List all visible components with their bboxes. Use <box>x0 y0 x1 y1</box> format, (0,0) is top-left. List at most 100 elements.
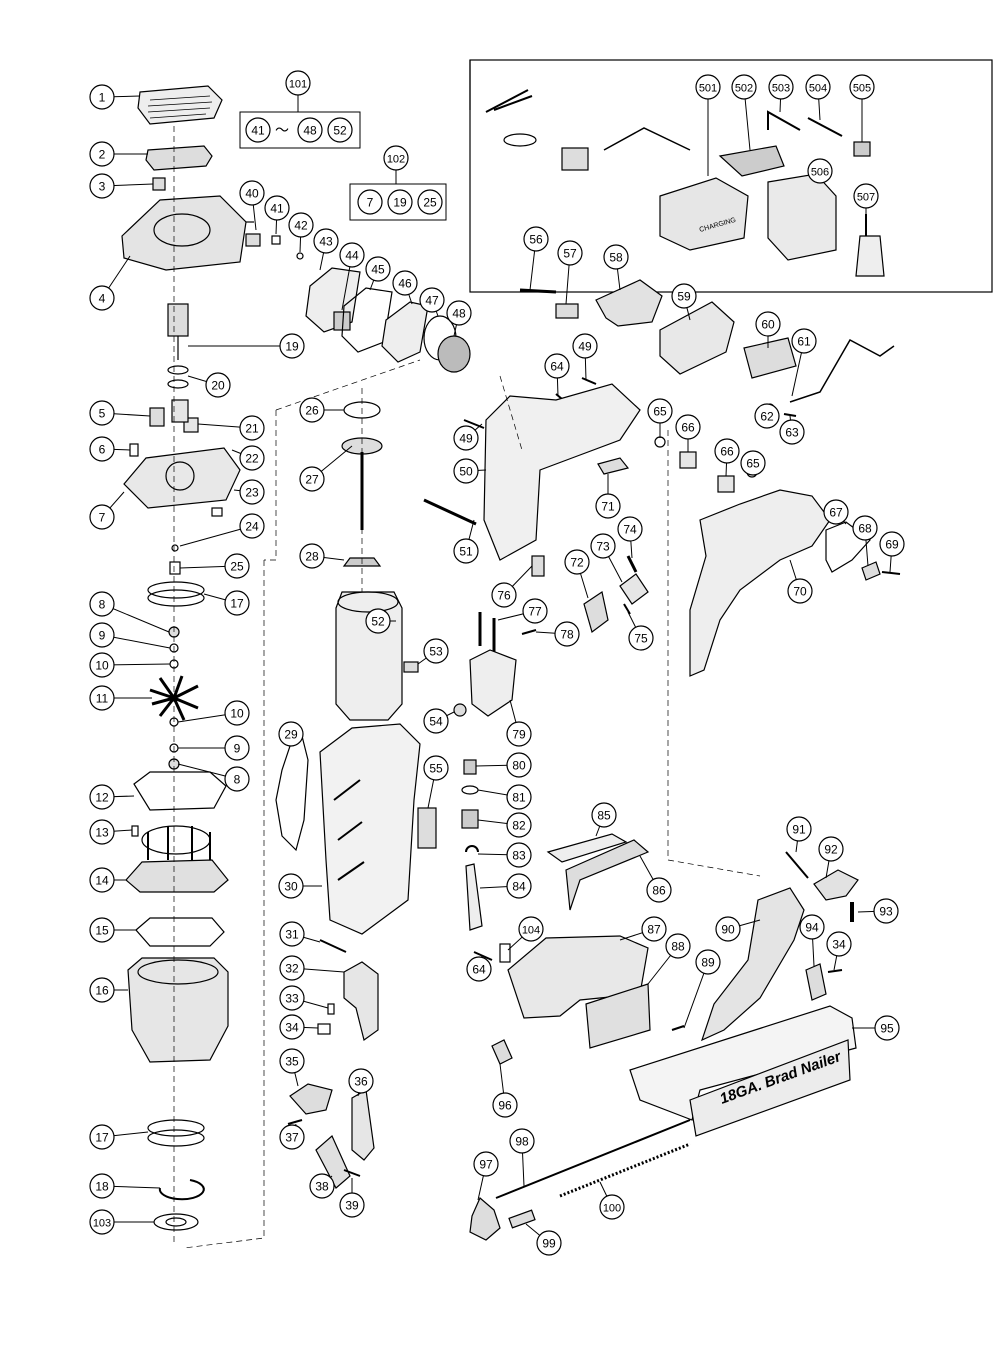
callout-circle <box>473 1151 499 1177</box>
callout-14: 14 <box>89 867 115 893</box>
callout-circle <box>89 1173 115 1199</box>
callout-number: 43 <box>319 235 333 249</box>
callout-circle <box>224 735 250 761</box>
callout-21: 21 <box>239 415 265 441</box>
callout-60: 60 <box>755 311 781 337</box>
callout-28: 28 <box>299 543 325 569</box>
callout-number: 10 <box>230 707 244 721</box>
callout-circle <box>572 333 598 359</box>
callout-circle <box>446 300 472 326</box>
part-25-plug <box>169 561 181 575</box>
callout-circle <box>599 1194 625 1220</box>
guide-left-upper <box>264 410 277 561</box>
callout-9: 9 <box>224 735 250 761</box>
callout-circle <box>491 582 517 608</box>
callout-81: 81 <box>506 784 532 810</box>
callout-number: 90 <box>721 923 735 937</box>
callout-number: 48 <box>303 124 317 138</box>
callout-504: 504 <box>805 74 831 100</box>
callout-48: 48 <box>446 300 472 326</box>
part-18-snap-ring <box>158 1179 205 1201</box>
callout-circle <box>309 1173 335 1199</box>
callout-circle <box>339 242 365 268</box>
callout-number: 34 <box>832 938 846 952</box>
callout-47: 47 <box>419 287 445 313</box>
callout-circle <box>805 74 831 100</box>
part-66-nut <box>679 451 697 469</box>
callout-circle <box>327 117 353 143</box>
callout-circle <box>278 873 304 899</box>
callout-53: 53 <box>423 638 449 664</box>
callout-circle <box>89 784 115 810</box>
callout-circle <box>522 598 548 624</box>
callout-66: 66 <box>714 438 740 464</box>
callout-circle <box>224 590 250 616</box>
part-35-trigger <box>289 1083 333 1115</box>
callout-circle <box>357 189 383 215</box>
callout-circle <box>646 877 672 903</box>
callout-43: 43 <box>313 228 339 254</box>
part-39-pin <box>343 1169 361 1177</box>
callout-circle <box>641 916 667 942</box>
callout-circle <box>365 256 391 282</box>
part-34-screw-right <box>827 969 843 973</box>
callout-circle <box>617 516 643 542</box>
callout-56: 56 <box>523 226 549 252</box>
callout-circle <box>339 1192 365 1218</box>
callout-circle <box>423 708 449 734</box>
callout-circle <box>466 956 492 982</box>
callout-circle <box>453 538 479 564</box>
callout-number: 20 <box>211 379 225 393</box>
callout-4: 4 <box>89 285 115 311</box>
part-57-collar <box>555 303 579 319</box>
part-14-rim <box>141 825 211 855</box>
callout-circle <box>544 353 570 379</box>
callout-64: 64 <box>544 353 570 379</box>
callout-77: 77 <box>522 598 548 624</box>
part-75-pin <box>623 603 631 615</box>
callout-circle <box>518 916 544 942</box>
callout-circle <box>506 721 532 747</box>
callout-16: 16 <box>89 977 115 1003</box>
part-24-ball <box>171 544 179 552</box>
callout-99: 99 <box>536 1230 562 1256</box>
callout-2: 2 <box>89 141 115 167</box>
part-90-grip <box>700 887 805 1042</box>
callout-number: 34 <box>285 1021 299 1035</box>
part-58-cover <box>595 279 663 327</box>
callout-number: 103 <box>93 1218 111 1230</box>
callout-87: 87 <box>641 916 667 942</box>
part-104-clip <box>499 943 511 963</box>
callout-circle <box>647 398 673 424</box>
part-15-gasket <box>135 917 225 947</box>
callout-number: 79 <box>512 728 526 742</box>
part-501-cord-coil <box>503 133 537 147</box>
part-504-hex-key <box>807 117 843 137</box>
callout-34: 34 <box>279 1014 305 1040</box>
callout-number: 13 <box>95 826 109 840</box>
callout-102: 102 <box>383 145 409 171</box>
callout-55: 55 <box>423 755 449 781</box>
callout-90: 90 <box>715 916 741 942</box>
part-73-lever <box>619 573 649 605</box>
callout-circle <box>492 1092 518 1118</box>
callout-circle <box>279 921 305 947</box>
kit-101-box <box>239 111 361 149</box>
callout-number: 39 <box>345 1199 359 1213</box>
callout-94: 94 <box>799 914 825 940</box>
callout-number: 69 <box>885 538 899 552</box>
part-505-clip <box>853 141 871 157</box>
callout-49: 49 <box>572 333 598 359</box>
callout-circle <box>89 141 115 167</box>
part-502-glasses <box>718 145 785 177</box>
callout-93: 93 <box>873 898 899 924</box>
guide-to-cover <box>275 359 421 411</box>
part-85-label <box>546 833 628 863</box>
part-507-oil <box>855 235 885 277</box>
kit-101-item-52: 52 <box>327 117 353 143</box>
callout-circle <box>509 1128 535 1154</box>
callout-number: 3 <box>99 180 106 194</box>
callout-circle <box>754 403 780 429</box>
part-48-filter <box>437 335 471 373</box>
